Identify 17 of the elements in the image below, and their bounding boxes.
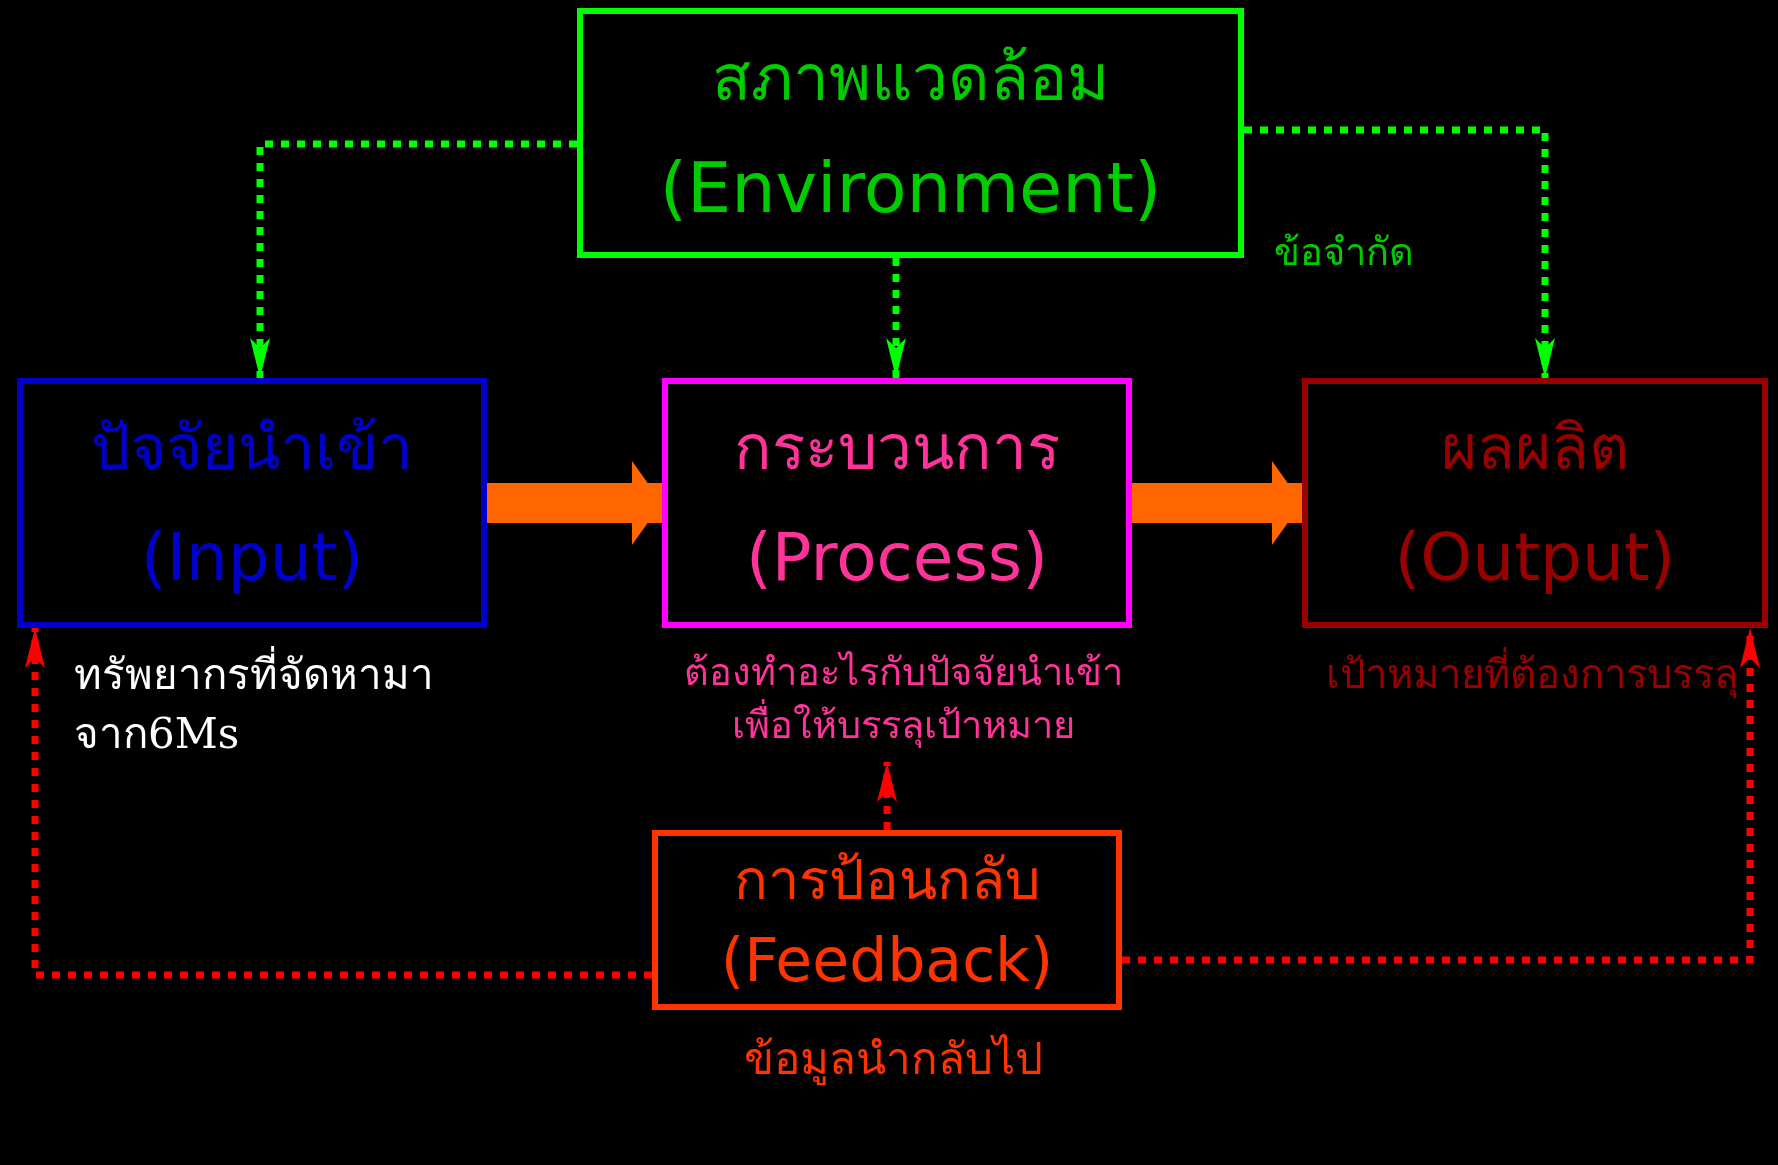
box-subtitle: (Feedback): [720, 924, 1054, 997]
box-subtitle: (Environment): [659, 146, 1162, 231]
note-text: ข้อมูลนำกลับไป: [742, 1032, 1044, 1088]
box-subtitle: (Output): [1394, 518, 1676, 598]
note-text: ทรัพยากรที่จัดหามาจาก6Ms: [74, 646, 494, 764]
note-text: ข้อจำกัด: [1274, 229, 1415, 276]
box-subtitle: (Process): [746, 518, 1048, 598]
block-arrow: [1132, 461, 1302, 545]
box-title: กระบวนการ: [734, 410, 1060, 486]
box-title: สภาพแวดล้อม: [712, 40, 1109, 117]
box-title: การป้อนกลับ: [733, 846, 1041, 914]
box-title: ผลผลิต: [1441, 410, 1629, 486]
block-arrow: [487, 461, 662, 545]
box-subtitle: (Input): [140, 518, 364, 598]
box-title: ปัจจัยนำเข้า: [91, 410, 413, 486]
note-text: ต้องทำอะไรกับปัจจัยนำเข้าเพื่อให้บรรลุเป้าหมาย: [682, 649, 1124, 750]
note-text: เป้าหมายที่ต้องการบรรลุ: [1326, 646, 1746, 702]
